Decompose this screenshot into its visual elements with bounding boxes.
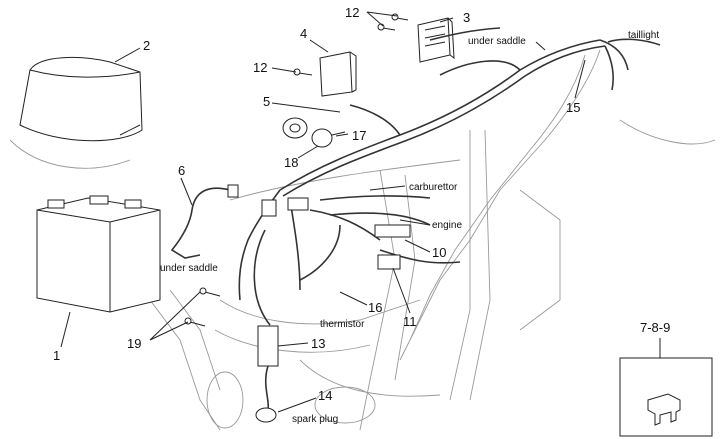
battery-cover — [19, 56, 143, 142]
callout-5: 5 — [263, 94, 270, 109]
relay-box — [319, 51, 357, 97]
frame-outline — [9, 49, 716, 431]
callout-16: 16 — [368, 300, 382, 315]
callout-12-left: 12 — [253, 60, 267, 75]
label-under-saddle-top: under saddle — [468, 36, 526, 47]
fuse-inset — [619, 338, 713, 437]
callout-18: 18 — [284, 155, 298, 170]
voltage-regulator — [417, 17, 455, 63]
callout-14: 14 — [318, 388, 332, 403]
callout-1: 1 — [53, 348, 60, 363]
screws-12 — [293, 13, 409, 76]
callout-17: 17 — [352, 128, 366, 143]
ignition-switch — [282, 117, 346, 148]
callout-10: 10 — [432, 245, 446, 260]
label-thermistor: thermistor — [320, 319, 365, 330]
callout-2: 2 — [143, 38, 150, 53]
callout-15: 15 — [566, 100, 580, 115]
battery-cable — [170, 184, 239, 259]
callout-3: 3 — [463, 10, 470, 25]
callout-12-top: 12 — [345, 5, 359, 20]
label-under-saddle-left: under saddle — [160, 263, 218, 274]
leader-lines — [60, 11, 586, 413]
callout-13: 13 — [311, 336, 325, 351]
callout-11: 11 — [403, 314, 417, 329]
battery — [36, 195, 161, 313]
main-harness — [238, 27, 661, 326]
label-spark-plug: spark plug — [292, 414, 338, 425]
callout-19: 19 — [127, 336, 141, 351]
callout-7-8-9: 7-8-9 — [640, 320, 670, 335]
callout-6: 6 — [178, 163, 185, 178]
label-carburettor: carburettor — [409, 182, 458, 193]
label-engine: engine — [432, 220, 462, 231]
callout-4: 4 — [300, 26, 307, 41]
label-taillight: taillight — [628, 30, 659, 41]
ignition-coil — [255, 325, 279, 423]
battery-screws — [184, 287, 221, 327]
